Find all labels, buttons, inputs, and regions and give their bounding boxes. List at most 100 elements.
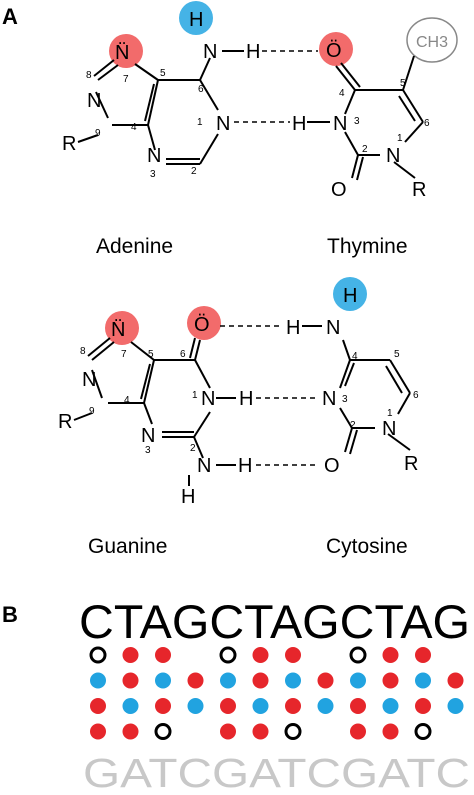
acceptor-dot <box>382 723 399 740</box>
cytosine-num-1: 1 <box>387 408 393 419</box>
guanine-num-4: 4 <box>124 395 130 406</box>
donor-dot <box>415 672 431 689</box>
acceptor-dot <box>447 672 464 689</box>
methyl-open-dot <box>219 646 237 664</box>
adenine-num-3: 3 <box>150 169 156 180</box>
donor-dot <box>90 672 106 689</box>
acceptor-dot <box>285 698 301 714</box>
adenine-r: R <box>62 133 76 155</box>
adenine-num-5: 5 <box>160 68 166 79</box>
acceptor-dot <box>220 723 236 740</box>
guanine-num-7: 7 <box>121 349 127 360</box>
cytosine-r: R <box>404 453 418 475</box>
guanine-num-2: 2 <box>190 443 196 454</box>
methyl-open-dot <box>154 723 172 740</box>
donor-dot <box>187 698 204 714</box>
acceptor-dot <box>155 647 171 663</box>
guanine-label: Guanine <box>88 535 167 558</box>
donor-dot <box>317 698 334 714</box>
donor-dot <box>155 672 171 689</box>
acceptor-dot <box>122 723 139 740</box>
top-strand-sequence: CTAGCTAGCTAG <box>79 595 470 648</box>
adenine-num-7: 7 <box>123 74 129 85</box>
acceptor-dot <box>317 672 334 689</box>
guanine-n7: N̈ <box>111 319 125 341</box>
donor-dot <box>382 698 399 714</box>
donor-dot <box>447 698 464 714</box>
donor-dot <box>220 672 236 689</box>
cytosine-num-3: 3 <box>342 394 348 405</box>
adenine-num-6: 6 <box>198 84 204 95</box>
cytosine-amine-n: N <box>326 317 340 339</box>
adenine-label: Adenine <box>96 235 173 258</box>
guanine-h1: H <box>239 388 253 410</box>
acceptor-dot <box>220 698 236 714</box>
thymine-h3: H <box>292 113 306 135</box>
acceptor-dot <box>252 723 269 740</box>
guanine-num-1: 1 <box>192 390 198 401</box>
acceptor-dot <box>415 647 431 663</box>
thymine-structure: Ö H N N O R CH3 4 5 3 6 1 2 <box>292 17 458 201</box>
adenine-n3: N <box>147 145 161 167</box>
guanine-num-9: 9 <box>89 406 95 417</box>
cytosine-o2: O <box>324 455 340 477</box>
acceptor-dot <box>415 698 431 714</box>
guanine-num-8: 8 <box>80 346 86 357</box>
methyl-group-highlight <box>406 17 458 63</box>
methyl-open-dot <box>284 723 302 740</box>
cytosine-structure: H H N N N O R 4 5 3 6 1 2 <box>286 277 419 477</box>
thymine-methyl: CH3 <box>416 34 448 51</box>
adenine-num-1: 1 <box>197 117 203 128</box>
adenine-n1: N <box>216 113 230 135</box>
guanine-n3: N <box>141 425 155 447</box>
thymine-num-4: 4 <box>339 88 345 99</box>
acceptor-dot <box>350 698 366 714</box>
adenine-amine-h-highlight <box>179 1 213 35</box>
adenine-n7: N̈ <box>115 42 129 64</box>
adenine-n7-highlight <box>109 34 143 68</box>
acceptor-dot <box>350 723 366 740</box>
acceptor-dot <box>382 672 399 689</box>
guanine-amine-n: N <box>197 455 211 477</box>
adenine-num-4: 4 <box>131 122 137 133</box>
guanine-structure: N̈ Ö N H N N R N H H 8 7 5 6 1 4 9 2 3 <box>58 306 253 508</box>
donor-dot <box>350 672 366 689</box>
thymine-o2: O <box>331 179 347 201</box>
cytosine-label: Cytosine <box>326 535 408 558</box>
acceptor-dot <box>122 672 139 689</box>
adenine-n9: N <box>87 90 101 112</box>
guanine-num-5: 5 <box>148 349 154 360</box>
thymine-num-3: 3 <box>354 116 360 127</box>
methyl-open-dot <box>89 646 107 664</box>
cytosine-amine-h-highlight <box>333 277 367 311</box>
bottom-strand-sequence: GATCGATCGATC <box>83 750 470 795</box>
guanine-n9: N <box>82 369 96 391</box>
cytosine-num-4: 4 <box>352 351 358 362</box>
thymine-num-6: 6 <box>424 118 430 129</box>
guanine-amine-h2: H <box>181 486 195 508</box>
adenine-num-9: 9 <box>95 128 101 139</box>
panel-label-b: B <box>2 602 18 627</box>
acceptor-dot <box>285 647 301 663</box>
thymine-label: Thymine <box>327 235 408 258</box>
guanine-n1: N <box>201 388 215 410</box>
guanine-r: R <box>58 411 72 433</box>
thymine-n3: N <box>333 113 347 135</box>
thymine-n1: N <box>386 145 400 167</box>
acceptor-dot <box>382 647 399 663</box>
guanine-n7-highlight <box>105 311 139 345</box>
cytosine-num-6: 6 <box>413 390 419 401</box>
guanine-o6-highlight <box>187 306 221 340</box>
acceptor-dot <box>187 672 204 689</box>
adenine-num-8: 8 <box>86 70 92 81</box>
guanine-amine-h: H <box>238 455 252 477</box>
thymine-num-2: 2 <box>362 144 368 155</box>
panel-label-a: A <box>2 4 18 29</box>
donor-dot <box>122 698 139 714</box>
acceptor-dot <box>252 672 269 689</box>
acceptor-dot <box>90 723 106 740</box>
guanine-o6: Ö <box>194 314 210 336</box>
cytosine-n1: N <box>382 418 396 440</box>
cytosine-amine-h2: H <box>286 317 300 339</box>
acceptor-dot <box>90 698 106 714</box>
